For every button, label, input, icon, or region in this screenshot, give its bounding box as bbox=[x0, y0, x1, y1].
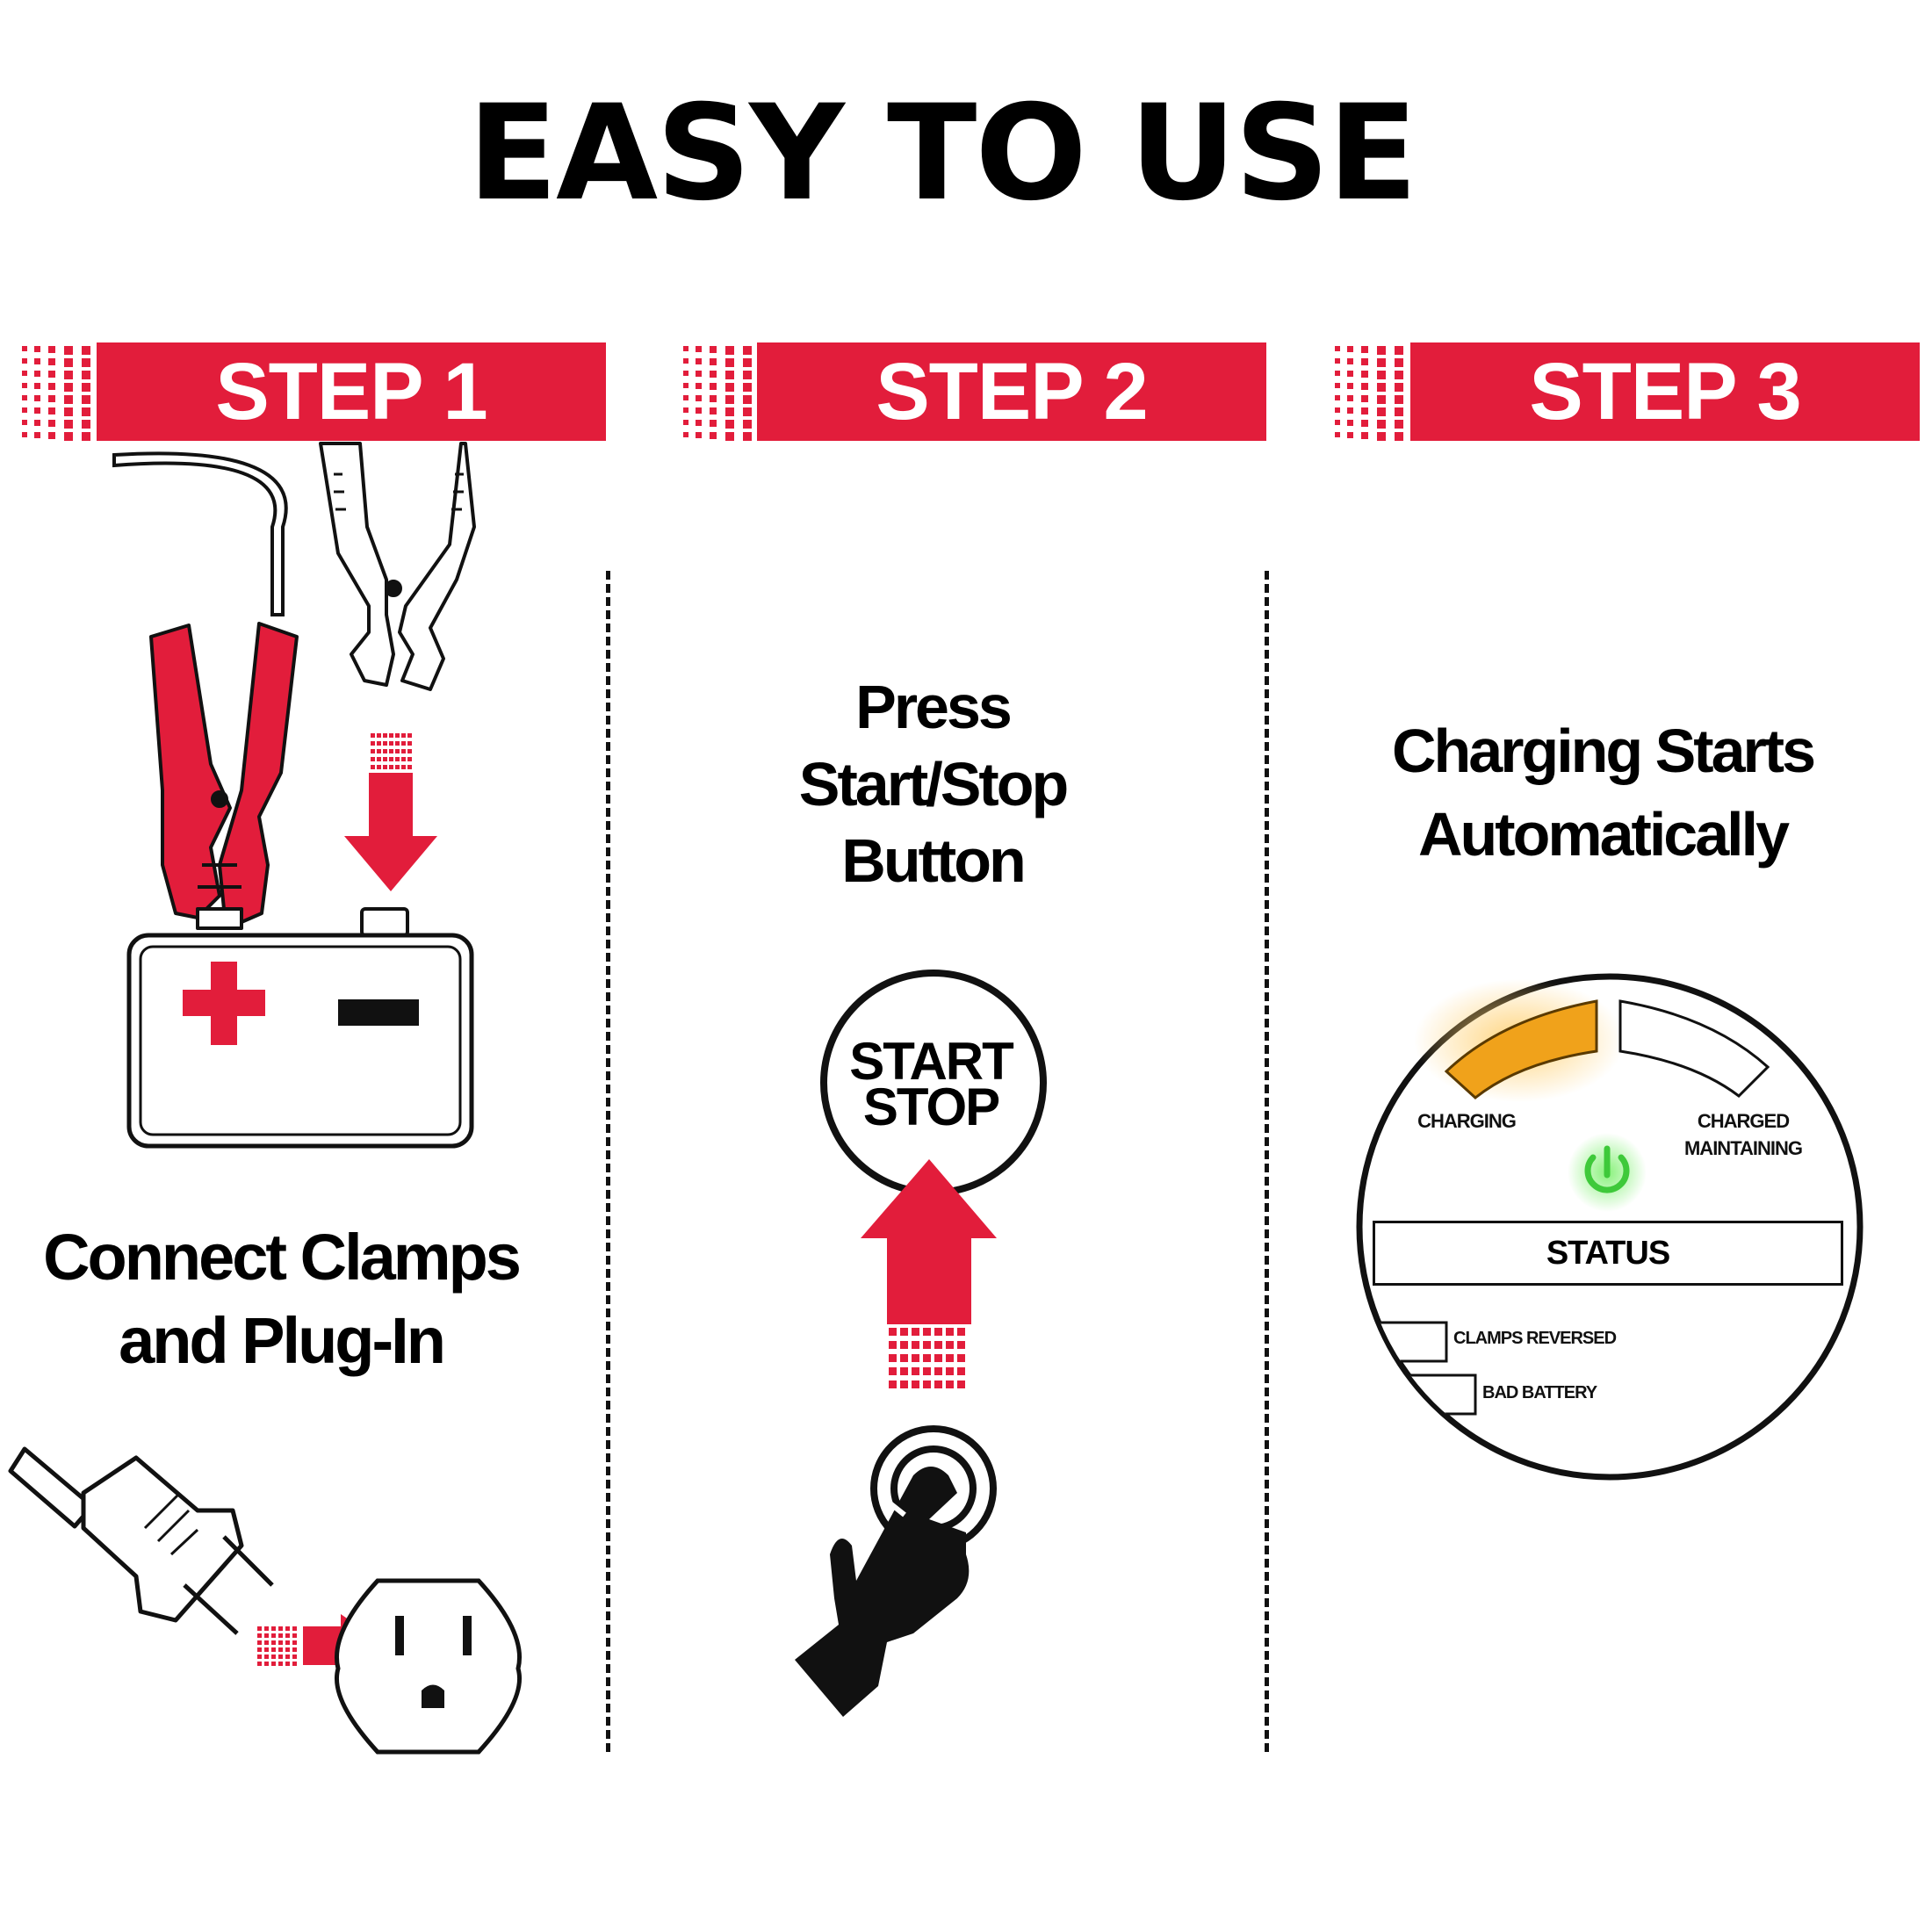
step-1-caption-line2: and Plug-In bbox=[119, 1303, 446, 1377]
charged-label: CHARGED bbox=[1697, 1110, 1790, 1132]
step-2-dots bbox=[683, 342, 778, 441]
power-icon bbox=[1584, 1145, 1630, 1193]
maintaining-label: MAINTAINING bbox=[1683, 1136, 1803, 1159]
step-2-caption: Press Start/Stop Button bbox=[757, 669, 1108, 900]
cable bbox=[112, 451, 288, 616]
plug-icon bbox=[8, 1446, 274, 1635]
step-3-banner: STEP 3 bbox=[1410, 342, 1920, 441]
red-clamp-icon bbox=[149, 622, 299, 930]
charged-indicator bbox=[1618, 999, 1770, 1098]
battery-icon bbox=[126, 907, 474, 1149]
white-clamp-icon bbox=[319, 442, 476, 691]
step-2-label: STEP 2 bbox=[876, 347, 1148, 436]
start-stop-button[interactable]: START STOP bbox=[825, 1032, 1036, 1136]
step-2-banner: STEP 2 bbox=[757, 342, 1266, 441]
step-2-caption-line3: Button bbox=[841, 826, 1026, 895]
step-2-caption-line1: Press bbox=[855, 673, 1013, 741]
step-3-dots bbox=[1335, 342, 1430, 441]
charged-maintaining-label: CHARGED MAINTAINING bbox=[1669, 1108, 1818, 1163]
step-3-label: STEP 3 bbox=[1529, 347, 1801, 436]
step-1-caption-line1: Connect Clamps bbox=[43, 1221, 522, 1294]
step-1-label: STEP 1 bbox=[215, 347, 487, 436]
step-3-caption-line2: Automatically bbox=[1418, 799, 1790, 869]
clamps-reversed-label: CLAMPS REVERSED bbox=[1453, 1329, 1617, 1348]
step-1-caption: Connect Clamps and Plug-In bbox=[35, 1216, 527, 1382]
bad-battery-label: BAD BATTERY bbox=[1482, 1383, 1597, 1402]
start-stop-line1: START bbox=[849, 1032, 1014, 1091]
status-label: STATUS bbox=[1373, 1221, 1843, 1286]
divider-2 bbox=[1265, 571, 1269, 1752]
hand-press-icon bbox=[795, 1425, 997, 1717]
charging-indicator bbox=[1444, 999, 1598, 1099]
start-stop-line2: STOP bbox=[862, 1078, 1000, 1136]
divider-1 bbox=[606, 571, 610, 1752]
step-2-caption-line2: Start/Stop bbox=[798, 749, 1069, 818]
page-title: EASY TO USE bbox=[467, 77, 1418, 230]
step-1-banner: STEP 1 bbox=[97, 342, 606, 441]
charging-label: CHARGING bbox=[1417, 1110, 1517, 1132]
up-arrow-icon bbox=[861, 1159, 997, 1388]
outlet-icon bbox=[335, 1578, 522, 1755]
step-3-caption: Charging Starts Automatically bbox=[1370, 710, 1835, 876]
step-3-caption-line1: Charging Starts bbox=[1391, 717, 1816, 785]
down-arrow-icon bbox=[344, 733, 437, 891]
step-1-dots bbox=[22, 342, 117, 441]
status-panel bbox=[1356, 973, 1864, 1481]
